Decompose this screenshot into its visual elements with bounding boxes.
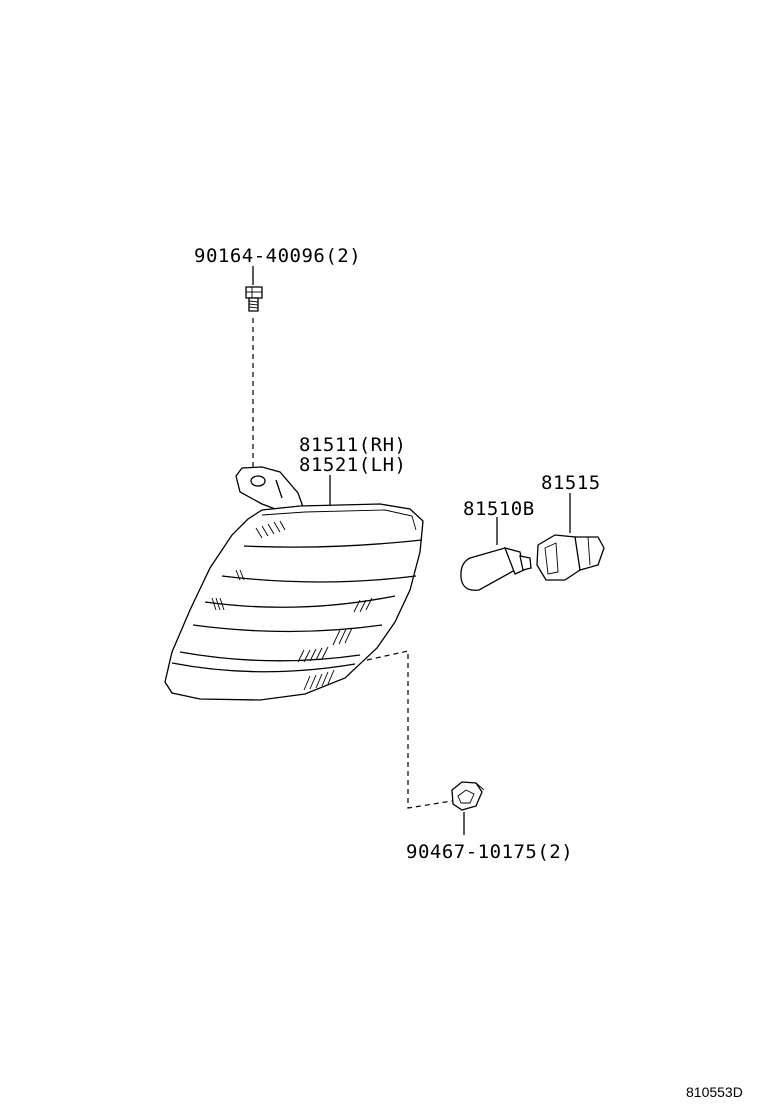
label-lamp-lh: 81521(LH) xyxy=(299,454,406,476)
clip-part xyxy=(451,781,485,835)
label-bulb: 81510B xyxy=(463,498,535,520)
corner-lamp-assembly xyxy=(164,466,424,701)
bulb-part xyxy=(460,517,532,591)
label-lamp-rh: 81511(RH) xyxy=(299,434,406,456)
label-screw: 90164-40096(2) xyxy=(194,245,361,267)
clip-guide-line xyxy=(366,650,453,809)
label-clip: 90467-10175(2) xyxy=(406,841,573,863)
diagram-code: 810553D xyxy=(686,1084,743,1100)
screw-part xyxy=(245,266,263,312)
socket-part xyxy=(536,493,605,581)
label-socket: 81515 xyxy=(541,472,601,494)
